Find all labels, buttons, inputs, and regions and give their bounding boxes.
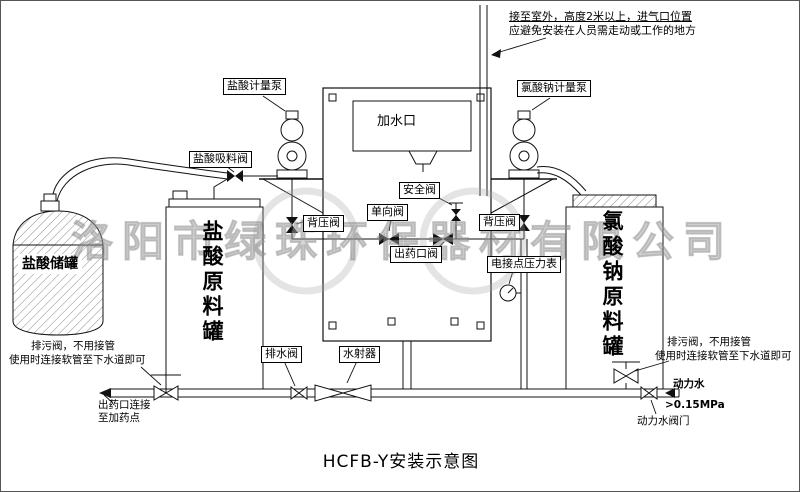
safety-valve-label: 安全阀 (399, 182, 440, 199)
hcl-pump-label: 盐酸计量泵 (223, 78, 286, 95)
outlet-valve-symbol (433, 233, 443, 245)
bottom-valves (151, 361, 658, 402)
ejector-label: 水射器 (339, 346, 380, 363)
drain-note-right-line2: 使用时连接软管至下水道即可 (655, 350, 792, 362)
back-pressure-valve-left-label: 背压阀 (303, 215, 344, 232)
power-water-label: 动力水 (673, 378, 705, 390)
right-suction-hose (536, 165, 587, 192)
power-water-valve-label: 动力水阀门 (637, 415, 690, 427)
water-inlet-label: 加水口 (377, 114, 417, 129)
naclo3-raw-tank (565, 194, 664, 390)
naclo3-pump-label: 氯酸钠计量泵 (517, 80, 591, 97)
back-pressure-valve-left-symbol (286, 217, 298, 225)
hcl-storage-tank (12, 193, 104, 336)
machine-frame (322, 87, 492, 342)
back-pressure-valve-right-symbol (518, 215, 530, 223)
safety-valve-symbol (449, 202, 463, 239)
outlet-valve-label: 出药口阀 (390, 246, 442, 263)
hcl-storage-tank-label: 盐酸储罐 (22, 256, 78, 272)
power-water-valve-symbol (640, 386, 658, 400)
drain-sewage-valve-right-symbol (612, 361, 640, 389)
vent-note-line2: 应避免安装在人员需走动或工作的地方 (509, 24, 696, 37)
check-valve-label: 单向阀 (367, 204, 408, 221)
naclo3-metering-pump (490, 110, 587, 214)
naclo3-raw-tank-label: 氯酸钠原料罐 (600, 210, 624, 360)
watermark-stamp-rings (252, 187, 527, 295)
diagram-title: HCFB-Y安装示意图 (322, 452, 480, 472)
pressure-gauge-label: 电接点压力表 (487, 256, 561, 273)
vent-pipe (479, 5, 488, 196)
vent-note-line1: 接至室外，高度2米以上，进气口位置 (509, 10, 692, 23)
drain-valve-label: 排水阀 (261, 346, 302, 363)
hcl-raw-tank-label: 盐酸原料罐 (200, 220, 224, 345)
power-water-pressure-label: >0.15MPa (665, 399, 725, 411)
check-valve-symbol (379, 233, 389, 245)
outlet-flow-arrow (99, 388, 111, 398)
water-inlet-box (352, 100, 472, 172)
hcl-suction-valve-label: 盐酸吸料阀 (189, 151, 252, 168)
power-water-flow-arrow (665, 388, 675, 398)
hcl-suction-valve-symbol (227, 170, 235, 182)
hcl-raw-tank (165, 190, 264, 390)
back-pressure-valve-right-label: 背压阀 (479, 214, 520, 231)
outlet-note-line1: 出药口连接 (98, 399, 151, 411)
ejector-symbol (314, 384, 372, 402)
drain-note-left-line1: 排污阀，不用接管 (31, 340, 115, 352)
drain-note-right-line1: 排污阀，不用接管 (667, 336, 751, 348)
drain-note-left-line2: 使用时连接软管至下水道即可 (9, 354, 146, 366)
drain-sewage-valve-left-symbol (151, 374, 181, 401)
outlet-note-line2: 至加药点 (98, 412, 140, 424)
hcl-metering-pump (259, 110, 324, 214)
drain-valve-symbol (290, 386, 308, 400)
